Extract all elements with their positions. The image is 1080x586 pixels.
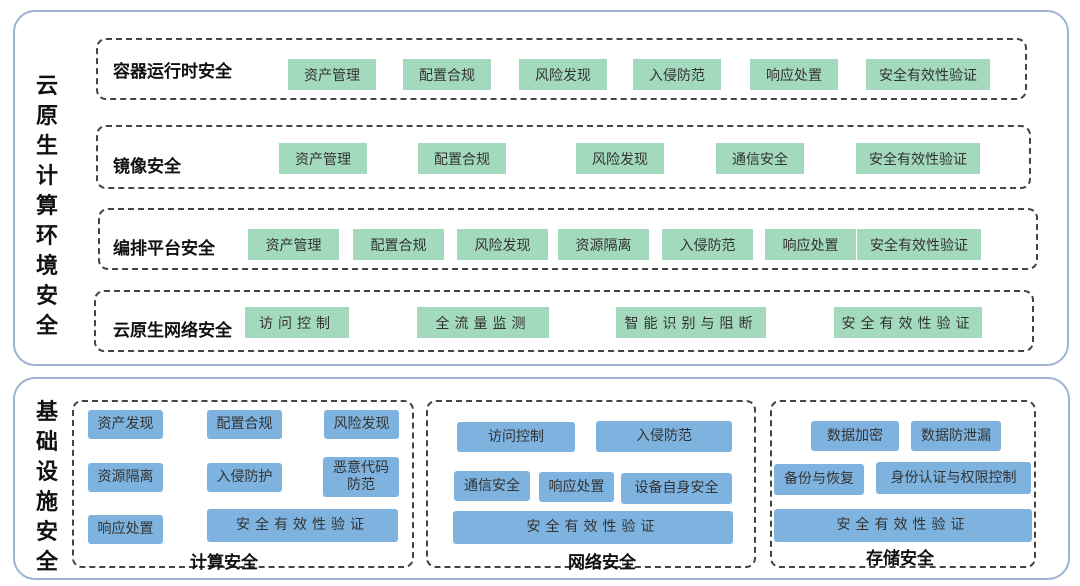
row-title: 编排平台安全 [113,239,215,259]
tag: 数据防泄漏 [911,421,1001,451]
tag: 全流量监测 [417,307,549,338]
infrastructure-title: 基础设施安全 [35,400,58,575]
tag: 入侵防护 [207,463,282,492]
tag: 配置合规 [418,143,506,174]
network-security-title: 网络安全 [568,553,636,573]
tag: 响应处置 [88,515,163,544]
tag: 安全有效性验证 [774,509,1032,542]
tag: 配置合规 [353,229,444,260]
network-security-group [426,400,756,568]
tag: 身份认证与权限控制 [876,462,1031,494]
tag: 安全有效性验证 [834,307,982,338]
tag: 安全有效性验证 [453,511,733,544]
tag: 访问控制 [245,307,349,338]
tag: 通信安全 [454,471,530,501]
tag: 资产发现 [88,410,163,439]
storage-security-group [770,400,1036,568]
tag: 入侵防范 [596,421,732,452]
tag: 风险发现 [324,410,399,439]
compute-security-title: 计算安全 [190,553,258,573]
row-orchestration-security [98,208,1038,270]
tag: 备份与恢复 [774,464,864,495]
tag: 响应处置 [765,229,856,260]
tag: 资产管理 [279,143,367,174]
tag: 设备自身安全 [621,473,732,504]
tag: 风险发现 [457,229,548,260]
tag: 响应处置 [539,472,614,502]
tag: 资源隔离 [88,463,163,492]
tag: 风险发现 [576,143,664,174]
compute-security-group [72,400,414,568]
tag: 安全有效性验证 [856,143,980,174]
tag: 安全有效性验证 [207,509,398,542]
tag: 风险发现 [519,59,607,90]
row-title: 镜像安全 [113,157,181,177]
tag: 数据加密 [811,421,899,451]
row-container-runtime [96,38,1027,100]
tag: 资源隔离 [558,229,649,260]
tag: 访问控制 [457,422,575,452]
row-image-security [96,125,1031,189]
tag: 安全有效性验证 [857,229,981,260]
tag: 资产管理 [248,229,339,260]
tag: 配置合规 [403,59,491,90]
row-title: 容器运行时安全 [113,62,232,82]
tag: 入侵防范 [633,59,721,90]
tag: 安全有效性验证 [866,59,990,90]
tag: 入侵防范 [662,229,753,260]
tag: 资产管理 [288,59,376,90]
tag: 响应处置 [750,59,838,90]
tag: 配置合规 [207,410,282,439]
cloud-native-title: 云原生计算环境安全 [35,74,58,339]
row-title: 云原生网络安全 [113,321,232,341]
tag: 恶意代码防范 [323,457,399,497]
storage-security-title: 存储安全 [866,549,934,569]
row-cloud-native-network [94,290,1034,352]
tag: 通信安全 [716,143,804,174]
tag: 智能识别与阻断 [616,307,766,338]
